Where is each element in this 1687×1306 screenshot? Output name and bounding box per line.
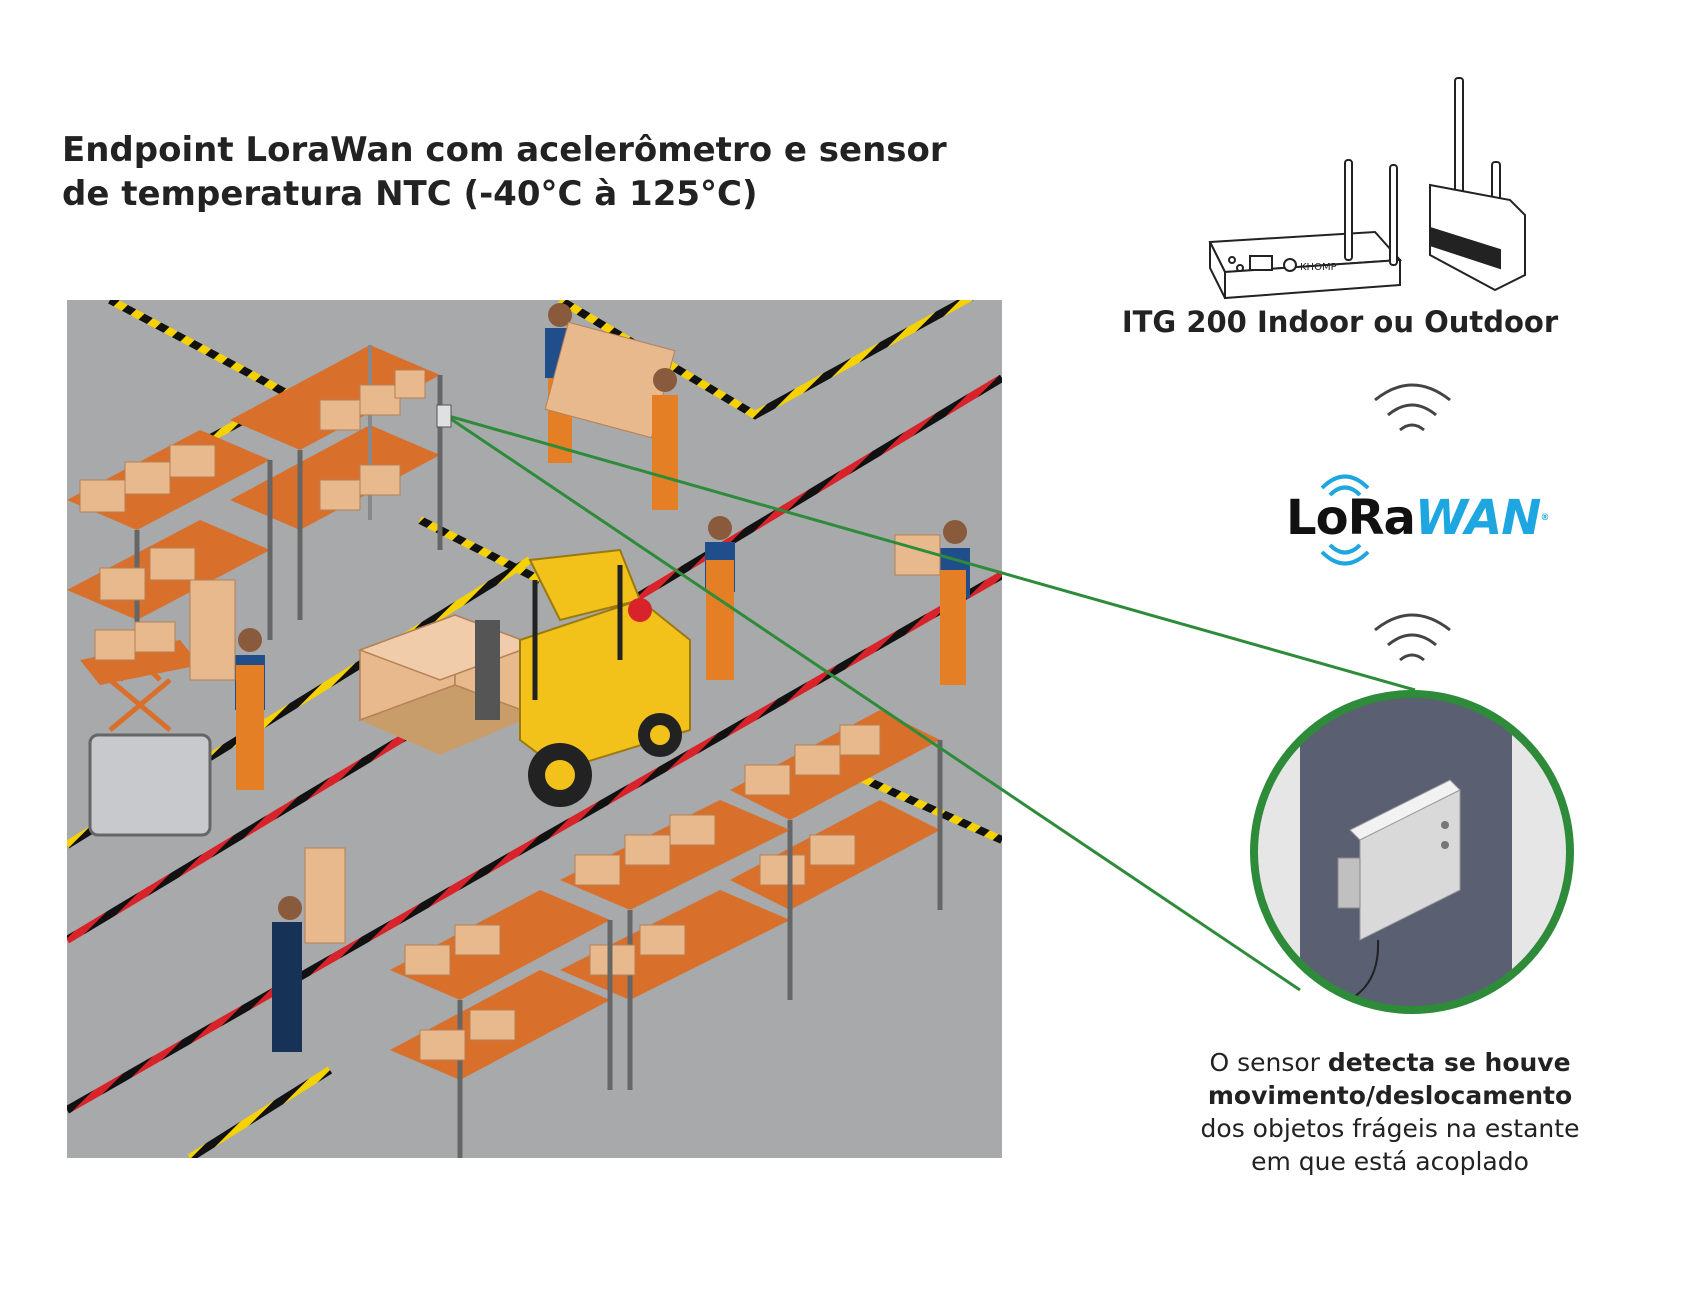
lorawan-registered-mark: ® (1540, 513, 1549, 523)
title-line-1: Endpoint LoraWan com acelerômetro e sens… (62, 130, 947, 170)
sensor-marker (436, 404, 452, 428)
sensor-ring (1250, 690, 1574, 1014)
lorawan-logo-wan: WAN (1414, 490, 1542, 546)
hazard-line (187, 1066, 333, 1158)
worker-icon (189, 579, 265, 790)
caption-pre: O sensor (1209, 1048, 1328, 1077)
sensor-zoom (1250, 690, 1574, 1014)
caption-line-4: em que está acoplado (1251, 1147, 1529, 1176)
scissor-lift (80, 621, 212, 837)
signal-waves-icon (1374, 383, 1451, 432)
hazard-line-red (67, 571, 1002, 1114)
caption-line-1: O sensor detecta se houve (1140, 1046, 1640, 1079)
shelf-unit (560, 800, 793, 1090)
link-lines (444, 413, 1416, 992)
worker-icon (272, 847, 346, 1052)
caption-line-3: dos objetos frágeis na estante (1200, 1114, 1580, 1143)
gateway-indoor-icon (1208, 159, 1403, 300)
gateway-label: ITG 200 Indoor ou Outdoor (1121, 305, 1559, 339)
caption-bold-2: movimento/deslocamento (1207, 1081, 1573, 1110)
shelf-unit (230, 345, 443, 620)
lorawan-logo-lora: LoRa (1286, 490, 1416, 546)
warehouse-scene (67, 300, 1002, 1158)
lorawan-logo-waves (1320, 474, 1370, 566)
caption-bold-1: detecta se houve (1327, 1048, 1571, 1077)
lorawan-logo: LoRaWAN® (1286, 488, 1549, 548)
forklift-icon (357, 548, 691, 807)
worker-icon (894, 520, 970, 685)
page-title: Endpoint LoraWan com acelerômetro e sens… (62, 128, 962, 216)
worker-icon (544, 303, 678, 510)
gateway-outdoor-icon (1429, 77, 1526, 292)
signal-waves-icon (1374, 613, 1451, 662)
title-line-2: de temperatura NTC (-40°C à 125°C) (62, 174, 758, 214)
shelf-unit (390, 890, 613, 1158)
worker-icon (705, 516, 735, 680)
shelf-unit (730, 710, 943, 1000)
gateway-brand: KHOMP (1300, 262, 1337, 273)
sensor-caption: O sensor detecta se houve movimento/desl… (1140, 1046, 1640, 1178)
shelf-unit (67, 430, 273, 660)
sensor-device-icon (1329, 779, 1461, 1010)
